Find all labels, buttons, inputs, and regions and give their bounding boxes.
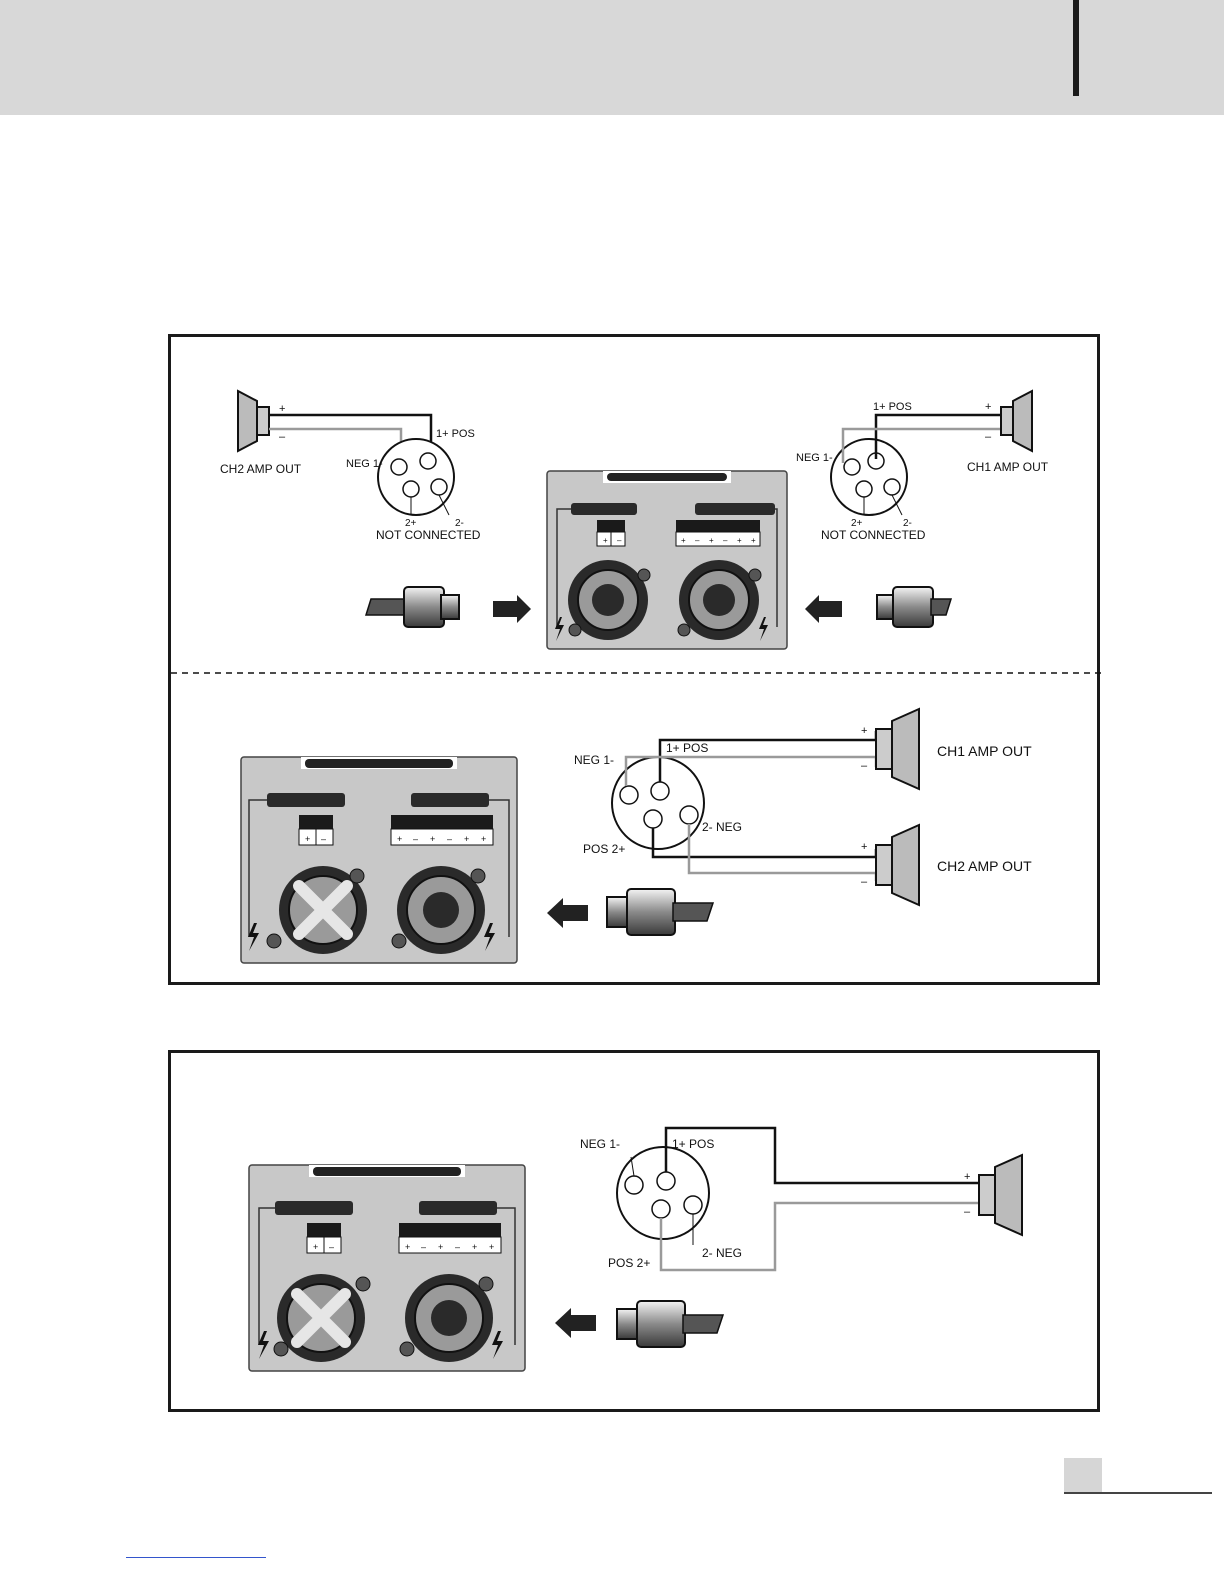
footer-rule: [1064, 1492, 1212, 1494]
speaker-icon: [1001, 391, 1032, 451]
speaker-minus-label: –: [964, 1206, 971, 1218]
footer-link-underline: [126, 1557, 266, 1558]
amp-out-label: CH2 AMP OUT: [220, 462, 302, 476]
terminal-a-label-1: –: [321, 834, 326, 844]
terminal-b-label-4: +: [464, 834, 469, 844]
terminal-a-label-1: –: [329, 1242, 334, 1252]
arrow-icon: [493, 595, 531, 623]
speaker-plus-label: +: [279, 403, 285, 415]
terminal-a-label-1: –: [617, 536, 622, 545]
pin-1pos-label: 1+ POS: [436, 428, 475, 440]
speaker-minus-label: –: [279, 431, 286, 443]
terminal-b-label-5: +: [489, 1242, 494, 1252]
amp-out-label: CH1 AMP OUT: [937, 743, 1032, 759]
speaker-icon: [238, 391, 269, 451]
terminal-b-label-2: +: [438, 1242, 443, 1252]
terminal-a-label-0: +: [313, 1242, 318, 1252]
pin-neg-label: NEG 1-: [580, 1137, 620, 1151]
terminal-b-label-3: –: [447, 834, 452, 844]
speaker-plus-label: +: [964, 1171, 970, 1183]
speakon-plug-icon: [366, 587, 459, 627]
speaker-minus-label: –: [861, 876, 868, 888]
terminal-b-label-0: +: [681, 536, 686, 545]
terminal-b-label-1: –: [695, 536, 700, 545]
speakon-plug-icon: [617, 1301, 723, 1347]
terminal-b-label-4: +: [472, 1242, 477, 1252]
terminal-b-label-3: –: [455, 1242, 460, 1252]
pin-1pos-label: 1+ POS: [873, 401, 912, 413]
speaker-plus-label: +: [985, 401, 991, 413]
terminal-b-label-2: +: [709, 536, 714, 545]
speakon-socket-icon: [617, 1147, 709, 1239]
speakon-plug-icon: [877, 587, 951, 627]
terminal-b-label-0: +: [405, 1242, 410, 1252]
pin-neg-label: NEG 1-: [346, 458, 383, 470]
speaker-icon: [979, 1155, 1022, 1235]
not-connected-label: NOT CONNECTED: [376, 528, 481, 542]
speakon-plug-icon: [607, 889, 713, 935]
speaker-plus-label: +: [861, 841, 867, 853]
arrow-icon: [547, 898, 588, 928]
speakon-socket-icon: [378, 439, 454, 515]
terminal-b-label-1: –: [413, 834, 418, 844]
pin-2pos-label: POS 2+: [608, 1256, 650, 1270]
terminal-b-label-3: –: [723, 536, 728, 545]
panel-wiring-bridged: + – + – + – + + NEG 1- 1+ POS 2- NEG POS…: [168, 1050, 1100, 1412]
speaker-minus-label: –: [985, 431, 992, 443]
panel-wiring-dual: + – CH2 AMP OUT 1+ POS NEG 1- 2+ 2- NOT …: [168, 334, 1100, 985]
pin-neg-label: NEG 1-: [574, 753, 614, 767]
terminal-b-label-5: +: [481, 834, 486, 844]
amp-out-label: CH1 AMP OUT: [967, 460, 1049, 474]
terminal-b-label-0: +: [397, 834, 402, 844]
pin-1pos-label: 1+ POS: [672, 1137, 714, 1151]
terminal-b-label-4: +: [737, 536, 742, 545]
pin-neg-label: NEG 1-: [796, 452, 833, 464]
terminal-a-label-0: +: [603, 536, 608, 545]
arrow-icon: [555, 1308, 596, 1338]
connector-plate: [241, 757, 517, 963]
arrow-icon: [805, 595, 842, 623]
header-accent-bar: [1073, 0, 1079, 96]
pin-2neg-label: 2- NEG: [702, 1246, 742, 1260]
not-connected-label: NOT CONNECTED: [821, 528, 926, 542]
terminal-a-label-0: +: [305, 834, 310, 844]
speaker-plus-label: +: [861, 725, 867, 737]
terminal-b-label-1: –: [421, 1242, 426, 1252]
header-band: [0, 0, 1224, 115]
speaker-icon: [876, 709, 919, 789]
speaker-icon: [876, 825, 919, 905]
pin-2neg-label: 2- NEG: [702, 820, 742, 834]
pin-2pos-label: POS 2+: [583, 842, 625, 856]
page-number-tab: [1064, 1458, 1102, 1492]
connector-plate: [547, 471, 787, 649]
terminal-b-label-5: +: [751, 536, 756, 545]
speaker-minus-label: –: [861, 760, 868, 772]
connector-plate: [249, 1165, 525, 1371]
amp-out-label: CH2 AMP OUT: [937, 858, 1032, 874]
pin-1pos-label: 1+ POS: [666, 741, 708, 755]
terminal-b-label-2: +: [430, 834, 435, 844]
